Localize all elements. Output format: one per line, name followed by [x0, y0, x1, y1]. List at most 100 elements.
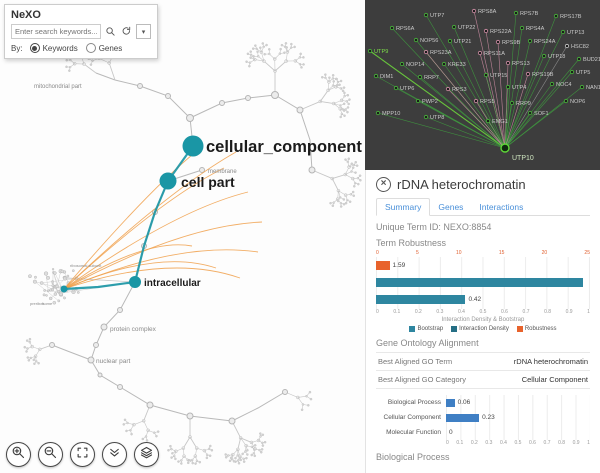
gene-node[interactable]	[367, 48, 373, 54]
gene-node-label[interactable]: RRP7	[424, 75, 439, 81]
gene-node-label[interactable]: RPS24A	[534, 39, 556, 45]
gene-node[interactable]	[423, 49, 429, 55]
gene-node[interactable]	[563, 98, 569, 104]
gene-node-label[interactable]: RPS3	[452, 87, 467, 93]
gene-node[interactable]	[564, 43, 570, 49]
gene-node[interactable]	[576, 56, 582, 62]
gene-node-label[interactable]: RPS4A	[526, 26, 545, 32]
gene-node[interactable]	[483, 72, 489, 78]
gene-node-label[interactable]: RPS17B	[560, 14, 582, 20]
gene-node[interactable]	[447, 38, 453, 44]
refresh-icon[interactable]	[120, 25, 133, 38]
tree-node-label[interactable]: ribosomal subunit	[70, 263, 102, 268]
gene-node-label[interactable]: KRE33	[448, 62, 466, 68]
gene-node-label[interactable]: RPS8A	[478, 9, 497, 15]
radio-circle[interactable]	[29, 43, 40, 53]
gene-node-label[interactable]: RPS6A	[396, 26, 415, 32]
radio-circle[interactable]	[85, 43, 96, 53]
tree-node-label[interactable]: protein complex	[110, 326, 157, 333]
tab-summary[interactable]: Summary	[376, 198, 431, 216]
gene-node[interactable]	[495, 39, 501, 45]
radio-keywords[interactable]: Keywords	[29, 43, 78, 53]
gene-node-label[interactable]: UTP15	[490, 73, 507, 79]
gene-node-label[interactable]: RPS22A	[490, 29, 512, 35]
gene-node[interactable]	[393, 85, 399, 91]
gene-node-label[interactable]: RPS19B	[532, 72, 554, 78]
dropdown-caret-icon[interactable]	[136, 24, 151, 39]
gene-node-label[interactable]: NAN1	[586, 85, 600, 91]
gene-node-label[interactable]: UTP9	[374, 49, 388, 55]
gene-node[interactable]	[373, 73, 379, 79]
gene-node-label[interactable]: UTP5	[576, 70, 590, 76]
gene-node[interactable]	[513, 10, 519, 16]
gene-node-label[interactable]: NOC4	[556, 82, 572, 88]
tree-node-label[interactable]: membrane	[208, 169, 237, 175]
gene-node[interactable]	[471, 8, 477, 14]
ontology-term-node[interactable]	[129, 276, 141, 288]
hub-gene-label[interactable]: UTP10	[512, 155, 534, 162]
gene-node-label[interactable]: BUD21	[583, 57, 600, 63]
gene-node-label[interactable]: UTP6	[400, 86, 414, 92]
gene-node[interactable]	[569, 69, 575, 75]
gene-node-label[interactable]: UTP7	[430, 13, 444, 19]
gene-node-label[interactable]: UTP8	[430, 115, 444, 121]
gene-node[interactable]	[413, 37, 419, 43]
gene-node-label[interactable]: UTP4	[512, 85, 526, 91]
gene-node-label[interactable]: RPS23A	[430, 50, 452, 56]
layers-button[interactable]	[134, 442, 159, 467]
gene-node-label[interactable]: UTP22	[458, 25, 475, 31]
gene-node[interactable]	[525, 71, 531, 77]
search-input[interactable]	[11, 24, 101, 39]
gene-node[interactable]	[399, 61, 405, 67]
gene-node[interactable]	[549, 81, 555, 87]
gene-node[interactable]	[541, 53, 547, 59]
gene-node[interactable]	[553, 13, 559, 19]
gene-node[interactable]	[505, 60, 511, 66]
gene-node[interactable]	[389, 25, 395, 31]
gene-node[interactable]	[560, 29, 566, 35]
gene-node[interactable]	[527, 110, 533, 116]
tree-node-label[interactable]: mitochondrial part	[34, 84, 82, 90]
gene-node[interactable]	[527, 38, 533, 44]
gene-node-label[interactable]: EMG1	[492, 119, 508, 125]
zoom-out-button[interactable]	[38, 442, 63, 467]
gene-node[interactable]	[483, 28, 489, 34]
tab-genes[interactable]: Genes	[438, 202, 464, 212]
ontology-term-node[interactable]	[159, 172, 177, 190]
gene-node-label[interactable]: RPS5	[480, 99, 495, 105]
gene-node-label[interactable]: DIM1	[380, 74, 393, 80]
collapse-button[interactable]	[102, 442, 127, 467]
gene-node[interactable]	[423, 12, 429, 18]
search-icon[interactable]	[104, 25, 117, 38]
tab-interactions[interactable]: Interactions	[479, 202, 524, 212]
zoom-in-button[interactable]	[6, 442, 31, 467]
gene-node-label[interactable]: MPP10	[382, 111, 400, 117]
gene-node-label[interactable]: RPS13	[512, 61, 530, 67]
tree-node-label[interactable]: intracellular	[144, 278, 201, 289]
gene-node-label[interactable]: RPS7B	[520, 11, 539, 17]
gene-node-label[interactable]: UTP13	[567, 30, 584, 36]
ontology-term-node[interactable]	[182, 135, 204, 157]
gene-node-label[interactable]: NOP14	[406, 62, 424, 68]
close-icon[interactable]	[376, 177, 391, 192]
gene-node-label[interactable]: UTP21	[454, 39, 471, 45]
gene-node-label[interactable]: RRP9	[516, 101, 531, 107]
gene-node[interactable]	[451, 24, 457, 30]
tree-node-label[interactable]: nuclear part	[96, 358, 131, 365]
gene-node-label[interactable]: UTP18	[548, 54, 565, 60]
gene-node[interactable]	[473, 98, 479, 104]
gene-node[interactable]	[375, 110, 381, 116]
tree-node-label[interactable]: cellular_component	[206, 138, 362, 156]
gene-node-label[interactable]: PWP2	[422, 99, 438, 105]
gene-node-label[interactable]: SOF1	[534, 111, 549, 117]
gene-node[interactable]	[579, 84, 585, 90]
gene-node-label[interactable]: RPS11A	[484, 51, 505, 57]
tree-node-label[interactable]: preribosome	[30, 301, 53, 306]
ontology-term-node[interactable]	[60, 285, 68, 293]
gene-node-label[interactable]: HSC82	[571, 44, 589, 50]
gene-node[interactable]	[485, 118, 491, 124]
gene-node[interactable]	[477, 50, 483, 56]
tree-node-label[interactable]: cell part	[181, 174, 235, 190]
